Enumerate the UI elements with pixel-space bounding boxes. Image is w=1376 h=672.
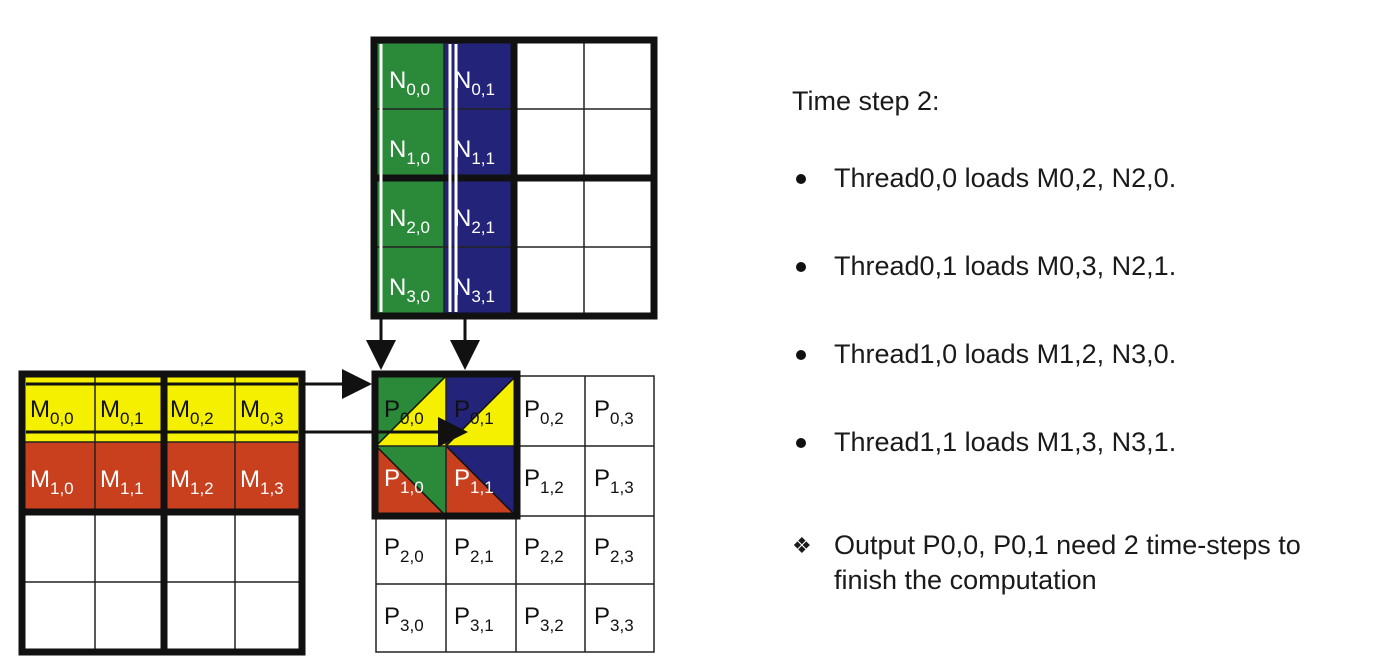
cell-label-p30: P3,0 [384,603,424,635]
list-item: Thread0,1 loads M0,3, N2,1. [792,249,1372,337]
flow-arrows [302,316,480,447]
cell-label-p23: P2,3 [594,534,634,566]
cell-label-p01: P0,1 [454,396,494,428]
cell-label-n21: N2,1 [454,205,495,237]
cell-label-m11: M1,1 [100,466,144,498]
cell-label-n11: N1,1 [454,136,495,168]
thread-load-list: Thread0,0 loads M0,2, N2,0. Thread0,1 lo… [792,161,1372,513]
matrix-m: M0,0 M0,1 M0,2 M0,3M1,0 M1,1 M1,2 M1,3 [18,370,306,656]
cell-label-m13: M1,3 [240,466,284,498]
diamond-bullet-icon: ❖ [792,533,812,558]
bullet-icon [796,174,806,184]
cell-label-n30: N3,0 [389,274,430,306]
cell-label-m02: M0,2 [170,396,214,428]
list-item: Thread1,0 loads M1,2, N3,0. [792,337,1372,425]
cell-label-p02: P0,2 [524,396,564,428]
bullet-icon [796,350,806,360]
cell-label-n01: N0,1 [454,67,495,99]
cell-label-p12: P1,2 [524,465,564,497]
cell-label-n10: N1,0 [389,136,430,168]
explanation-panel: Time step 2: Thread0,0 loads M0,2, N2,0.… [792,86,1372,595]
cell-label-p33: P3,3 [594,603,634,635]
cell-label-m01: M0,1 [100,396,144,428]
cell-label-m12: M1,2 [170,466,214,498]
cell-label-p13: P1,3 [594,465,634,497]
cell-label-p10: P1,0 [384,465,424,497]
list-item: Thread1,1 loads M1,3, N3,1. [792,425,1372,513]
matrix-n: N0,0 N0,1N1,0 N1,1N2,0 N2,1N3,0 N3,1 [370,36,658,320]
cell-label-m00: M0,0 [30,396,74,428]
cell-label-n31: N3,1 [454,274,495,306]
list-item: Thread0,0 loads M0,2, N2,0. [792,161,1372,249]
cell-label-p00: P0,0 [384,396,424,428]
cell-label-n20: N2,0 [389,205,430,237]
cell-label-p32: P3,2 [524,603,564,635]
time-step-heading: Time step 2: [792,86,940,116]
cell-label-p03: P0,3 [594,396,634,428]
cell-label-p21: P2,1 [454,534,494,566]
cell-label-m10: M1,0 [30,466,74,498]
output-note: ❖ Output P0,0, P0,1 need 2 time-steps to… [792,530,1301,595]
cell-label-p20: P2,0 [384,534,424,566]
cell-label-p31: P3,1 [454,603,494,635]
active-tile-frame [371,370,521,520]
bullet-icon [796,438,806,448]
cell-label-m03: M0,3 [240,396,284,428]
cell-label-p11: P1,1 [454,465,494,497]
bullet-icon [796,262,806,272]
matrix-p: P0,0 P0,1 P0,2 P0,3P1,0 P1,1 P1,2 P1,3P2,0 P2,1… [371,370,655,653]
cell-label-p22: P2,2 [524,534,564,566]
cell-label-n00: N0,0 [389,67,430,99]
